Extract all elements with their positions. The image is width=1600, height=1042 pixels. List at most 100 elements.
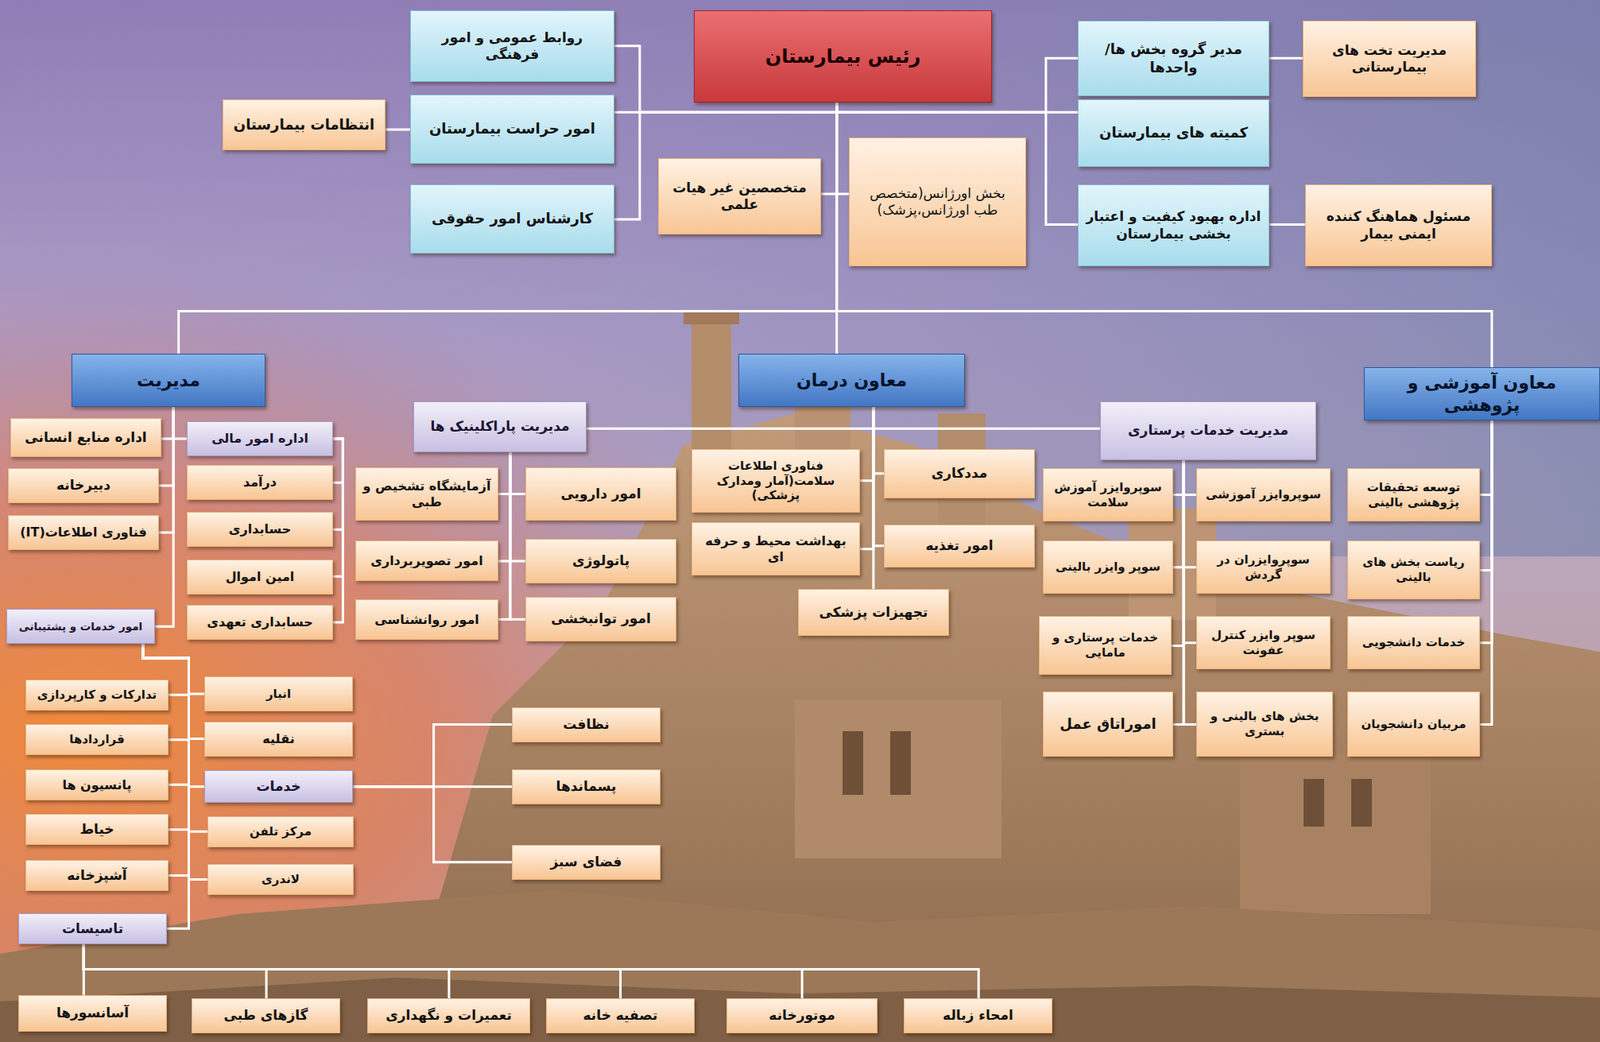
unit-box: مددکاری <box>883 449 1035 499</box>
unit-box: تصفیه خانه <box>546 998 695 1034</box>
unit-box: آشپزخانه <box>25 860 169 892</box>
unit-box: سوپروایزر آموزشی <box>1196 468 1331 522</box>
box-label: آشپزخانه <box>66 867 127 884</box>
box-label: نقلیه <box>262 731 295 748</box>
connector-line <box>1171 460 1184 647</box>
box-label: نظافت <box>562 716 609 733</box>
box-label: مدیریت تخت های بیمارستانی <box>1309 42 1469 77</box>
box-label: مددکاری <box>931 464 988 482</box>
unit-box: فناوری اطلاعات(IT) <box>7 515 159 551</box>
department-box: امور خدمات و پشتیبانی <box>6 608 155 644</box>
box-label: حسابداری تعهدی <box>206 614 314 631</box>
unit-box: مرکز تلفن <box>207 816 354 848</box>
box-label: دبیرخانه <box>56 476 111 494</box>
connector-line <box>1183 460 1197 725</box>
box-label: اموراتاق عمل <box>1059 715 1156 734</box>
box-label: مربیان دانشجویان <box>1360 716 1466 733</box>
unit-box: اموراتاق عمل <box>1042 691 1174 757</box>
connector-line <box>498 452 511 494</box>
connector-line <box>860 406 874 550</box>
unit-box: امین اموال <box>186 559 334 595</box>
box-label: تجهیزات پزشکی <box>819 604 929 621</box>
unit-box: لاندری <box>207 863 354 895</box>
unit-box: بخش اورژانس(متخصص طب اورژانس،پزشک) <box>848 137 1027 267</box>
connector-line <box>83 944 802 999</box>
connector-line <box>510 452 526 494</box>
connector-line <box>821 102 837 194</box>
connector-line <box>498 452 511 620</box>
connector-line <box>1173 460 1184 725</box>
connector-line <box>1173 460 1184 496</box>
unit-box: امور دارویی <box>525 467 677 521</box>
connector-line <box>333 438 343 577</box>
box-label: لاندری <box>261 871 300 888</box>
box-label: پانسیون ها <box>61 777 132 794</box>
box-label: امور تصویربرداری <box>370 553 484 570</box>
box-label: متخصصین غیر هیات علمی <box>665 179 814 214</box>
unit-box: مسئول هماهنگ کننده ایمنی بیمار <box>1305 184 1492 267</box>
box-label: آزمایشگاه تشخیص و طبی <box>362 478 492 511</box>
box-label: ریاست بخش های بالینی <box>1354 554 1473 585</box>
connector-line <box>1183 460 1197 644</box>
unit-box: قراردادها <box>25 724 169 756</box>
box-label: روابط عمومی و امور فرهنگی <box>417 29 608 64</box>
connector-line <box>143 643 190 785</box>
staff-box: روابط عمومی و امور فرهنگی <box>410 10 615 82</box>
box-label: امین اموال <box>225 569 295 585</box>
unit-box: حسابداری تعهدی <box>186 604 334 640</box>
box-label: بخش اورژانس(متخصص طب اورژانس،پزشک) <box>856 185 1019 220</box>
department-box: اداره امور مالی <box>186 421 334 457</box>
box-label: سوپر وایزر کنترل عفونت <box>1203 627 1324 659</box>
connector-line <box>333 438 343 530</box>
connector-line <box>333 438 343 483</box>
connector-line <box>83 944 620 999</box>
connector-line <box>1479 420 1492 725</box>
box-label: سوپروایزر آموزشی <box>1205 487 1322 503</box>
connector-line <box>1479 420 1492 571</box>
box-label: تاسیسات <box>61 920 124 938</box>
unit-box: موتورخانه <box>726 998 878 1034</box>
unit-box: نقلیه <box>204 721 353 757</box>
deputy-box: مدیریت <box>71 353 266 407</box>
box-label: انبار <box>266 686 291 702</box>
box-label: سوپروایزران در گردش <box>1203 552 1324 583</box>
unit-box: بهداشت محیط و حرفه ای <box>691 522 861 576</box>
unit-box: آزمایشگاه تشخیص و طبی <box>355 467 499 521</box>
box-label: مدیریت خدمات پرستاری <box>1127 422 1289 439</box>
unit-box: نظافت <box>511 707 661 743</box>
box-label: مسئول هماهنگ کننده ایمنی بیمار <box>1312 208 1485 243</box>
box-label: پسماندها <box>556 778 617 795</box>
box-label: سوپروایزر آموزش سلامت <box>1049 480 1167 511</box>
connector-line <box>83 944 979 999</box>
unit-box: خیاط <box>25 813 169 845</box>
connector-line <box>1183 460 1197 568</box>
connector-line <box>510 452 526 562</box>
unit-box: حسابداری <box>186 511 334 547</box>
connector-line <box>385 128 411 132</box>
box-label: خدمات <box>255 778 301 795</box>
connector-line <box>352 724 512 787</box>
department-box: مدیریت خدمات پرستاری <box>1100 401 1317 461</box>
unit-box: انتظامات بیمارستان <box>222 99 386 151</box>
connector-line <box>83 944 450 999</box>
box-label: درآمد <box>243 474 277 491</box>
deputy-box: معاون آموزشی و پژوهشی <box>1363 367 1600 421</box>
staff-box: کمیته های بیمارستان <box>1077 99 1270 167</box>
connector-line <box>1173 460 1184 568</box>
box-label: حسابداری <box>228 521 291 538</box>
box-label: گازهای طبی <box>224 1007 309 1024</box>
box-label: مرکز تلفن <box>249 824 312 840</box>
connector-line <box>83 944 267 999</box>
unit-box: مدیریت تخت های بیمارستانی <box>1302 20 1477 97</box>
box-label: امور دارویی <box>560 485 641 503</box>
unit-box: امور تغذیه <box>883 524 1035 568</box>
unit-box: امحاء زباله <box>903 998 1053 1034</box>
unit-box: امور توانبخشی <box>525 596 677 642</box>
box-label: فناوری اطلاعات سلامت(آمار ومدارک پزشکی) <box>698 458 853 504</box>
connector-line <box>860 406 874 481</box>
box-label: رئیس بیمارستان <box>765 44 922 69</box>
connector-line <box>873 406 1101 429</box>
connector-line <box>873 406 884 474</box>
connector-line <box>352 786 512 863</box>
staff-box: مدیر گروه بخش ها/واحدها <box>1077 20 1270 97</box>
